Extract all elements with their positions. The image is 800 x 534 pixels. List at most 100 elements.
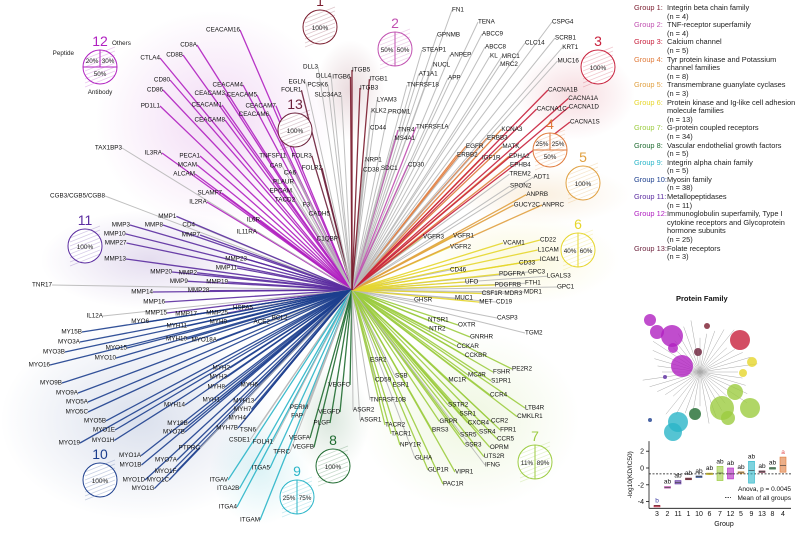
leaf-label: GUCY2C [514,202,541,209]
pie-percent: 50% [94,71,107,78]
branch-myo3b [64,289,353,353]
branch-mmp14 [152,289,353,293]
leaf-label: F3 [303,202,311,209]
legend-item-group-3: Group 3:Calcium channel(n = 5) [634,38,798,55]
leaf-label: CD80 [154,77,171,84]
box-group-13 [758,470,766,473]
leaf-label: CA6 [284,170,297,177]
significance-letter: a [781,449,785,456]
branch-vegfb [313,289,353,448]
leaf-label: CD46 [450,267,467,274]
pie-hatch [84,475,116,489]
thumb-group-6-bubble [747,357,757,367]
pie-percent: 60% [580,248,593,255]
pie-hatch [69,233,101,247]
leaf-label: CACNA1D [569,104,600,111]
x-tick-label: 2 [666,511,670,518]
leaf-label: ABCC8 [485,44,506,51]
leaf-label: MYO9B [40,380,62,387]
significance-letter: ab [674,473,682,480]
leaf-label: MYH6 [241,382,259,389]
branch-myo3a [79,289,353,343]
branch-cacna1c [351,108,538,291]
box-group-10 [695,475,703,478]
thumb-branch [699,371,746,386]
leaf-label: CCR5 [497,435,515,442]
leaf-label: MYO15 [106,345,128,352]
branch-ctla4 [159,57,353,291]
pie-hatch [567,182,599,196]
branch-itga5 [269,289,353,469]
pie-hatch [317,457,349,471]
leaf-label: MMP1 [158,213,177,220]
leaf-label: GLP1R [428,467,449,474]
pie-hatch [304,30,336,44]
leaf-label: SSR4 [479,429,496,436]
thumb-branch [699,357,751,373]
significance-letter: ab [664,478,672,485]
leaf-label: OPRM [490,444,509,451]
leaf-label: CEACAM6 [239,111,270,118]
thumb-group-1-bubble [704,323,710,329]
pie-percent: 100% [325,464,342,471]
leaf-label: EPHB4 [510,162,531,169]
thumb-group-3-bubble [730,330,750,350]
leaf-label: CSF1R [482,290,503,297]
leaf-label: CASP3 [497,315,518,322]
branch-abcc9 [351,33,483,291]
leaf-label: BRS3 [432,427,449,434]
leaf-label: MS4A1 [394,135,415,142]
pie-percent: 50% [544,154,557,161]
legend-item-group-8: Group 8:Vascular endothelial growth fact… [634,141,798,159]
pie-hatch [304,18,336,32]
leaf-label: MYO1F [155,468,177,475]
leaf-label: MYO5C [66,409,89,416]
leaf-label: MYO5A [66,399,89,406]
thumb-branch [699,363,758,373]
leaf-label: MYO19 [59,440,81,447]
thumb-branch [674,340,701,373]
branch-itgb3 [351,87,361,291]
leaf-label: VIPR1 [455,469,474,476]
pie-hatch [582,54,614,68]
thumb-branch [699,329,735,373]
pie-hatch [279,129,311,143]
pie-callout-peptide: Peptide [53,50,75,57]
leaf-label: CTLA4 [140,55,160,62]
leaf-label: IL12A [87,313,104,320]
thumb-branch [699,371,743,379]
leaf-label: ALCAM [173,171,195,178]
pie-hatch [317,445,349,459]
leaf-label: MMP15 [145,310,167,317]
leaf-label: IL2RA [189,199,207,206]
pie-percent: 75% [299,495,312,502]
leaf-label: EGLN [288,78,306,85]
leaf-label: MRC2 [500,61,518,68]
pie-hatch [317,461,349,475]
legend-count: (n = 5) [667,149,689,159]
group-number: 8 [329,432,337,448]
thumb-branch [683,326,701,373]
pie-hatch [304,10,336,24]
leaf-label: MMP2 [179,269,198,276]
pie-group-4: 425%25%50% [532,116,568,171]
legend-group-label: Group 4: [634,54,663,64]
y-axis-label: -log10(KD/IC50) [627,451,634,498]
leaf-label: PTPRC [179,445,201,452]
legend-count: (n = 5) [667,166,689,176]
branch-casp3 [351,289,498,319]
branch-myo5b [105,289,353,422]
pie-circle [565,165,601,201]
pie-percent: 100% [77,244,94,251]
pie-hatch [317,473,349,487]
group-number: 9 [293,463,301,479]
leaf-label: TENA [478,19,496,26]
leaf-label: GNRHR [470,334,494,341]
legend-family-name: G-protein coupled receptors [667,123,759,133]
group-number: 1 [316,0,324,9]
legend-count: (n = 13) [667,114,693,124]
branch-myh8 [224,289,353,388]
leaf-label: KRT1 [562,44,578,51]
significance-letter: ab [727,460,735,467]
